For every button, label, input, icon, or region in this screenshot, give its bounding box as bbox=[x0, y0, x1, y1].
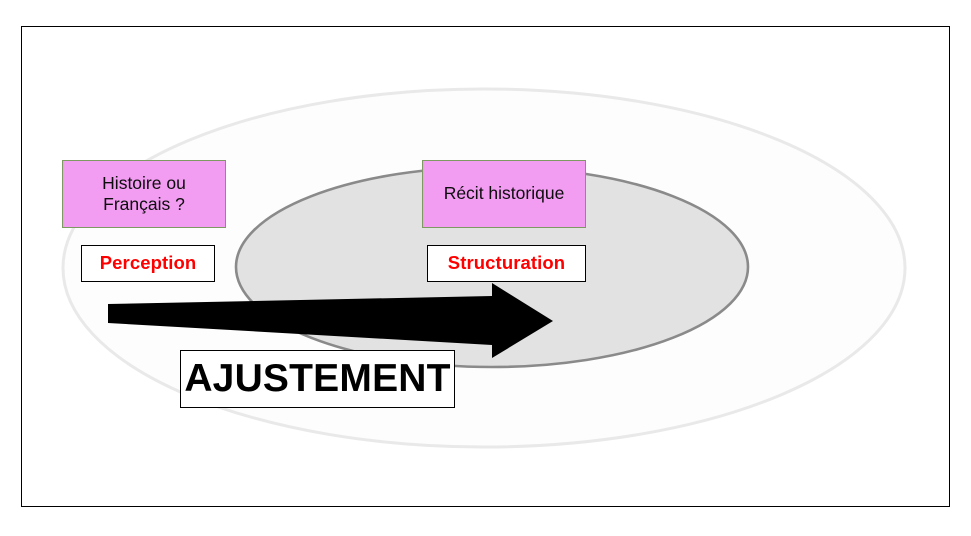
label-perception[interactable]: Perception bbox=[81, 245, 215, 282]
label-ajustement[interactable]: AJUSTEMENT bbox=[180, 350, 455, 408]
label-recit-historique[interactable]: Récit historique bbox=[422, 160, 586, 228]
label-histoire-ou-francais[interactable]: Histoire ou Français ? bbox=[62, 160, 226, 228]
label-structuration[interactable]: Structuration bbox=[427, 245, 586, 282]
